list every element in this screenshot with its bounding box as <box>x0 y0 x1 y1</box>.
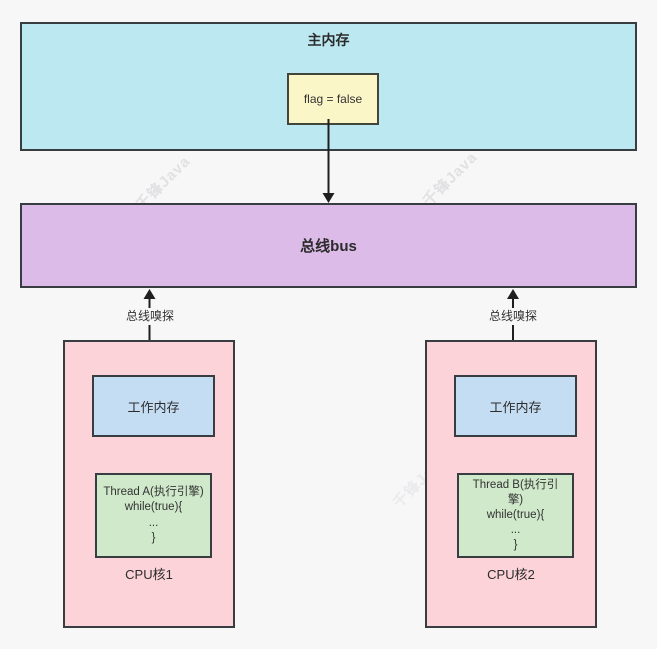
main-memory-box: 主内存 flag = false <box>20 22 637 151</box>
cpu1-label: CPU核1 <box>125 567 173 582</box>
bus-box: 总线bus <box>20 203 637 288</box>
arrowhead-up-icon <box>507 289 519 299</box>
cpu1-working-memory-box: 工作内存 <box>92 375 215 437</box>
bus-sniff-label-right: 总线嗅探 <box>473 308 553 325</box>
main-memory-label: 主内存 <box>307 32 350 48</box>
arrowhead-down-icon <box>322 193 335 203</box>
cpu1-thread-code: Thread A(执行引擎) while(true){ ... } <box>103 486 204 544</box>
watermark-text: 千锋Java <box>419 148 481 210</box>
bus-label: 总线bus <box>300 238 357 255</box>
cpu2-label: CPU核2 <box>487 567 535 582</box>
cpu2-thread-box: Thread B(执行引 擎) while(true){ ... } <box>457 473 574 558</box>
arrowhead-up-icon <box>143 289 156 299</box>
flag-variable-box: flag = false <box>287 73 379 125</box>
cpu2-working-memory-box: 工作内存 <box>454 375 577 437</box>
flag-variable-label: flag = false <box>303 92 363 106</box>
cpu1-box: 工作内存 Thread A(执行引擎) while(true){ ... } C… <box>63 340 235 628</box>
cpu2-thread-code: Thread B(执行引 擎) while(true){ ... } <box>472 478 559 552</box>
cpu1-thread-box: Thread A(执行引擎) while(true){ ... } <box>95 473 212 558</box>
cpu2-box: 工作内存 Thread B(执行引 擎) while(true){ ... } … <box>425 340 597 628</box>
cpu1-working-memory-label: 工作内存 <box>127 399 180 415</box>
bus-sniff-label-left: 总线嗅探 <box>110 308 190 325</box>
cpu2-working-memory-label: 工作内存 <box>489 399 542 415</box>
